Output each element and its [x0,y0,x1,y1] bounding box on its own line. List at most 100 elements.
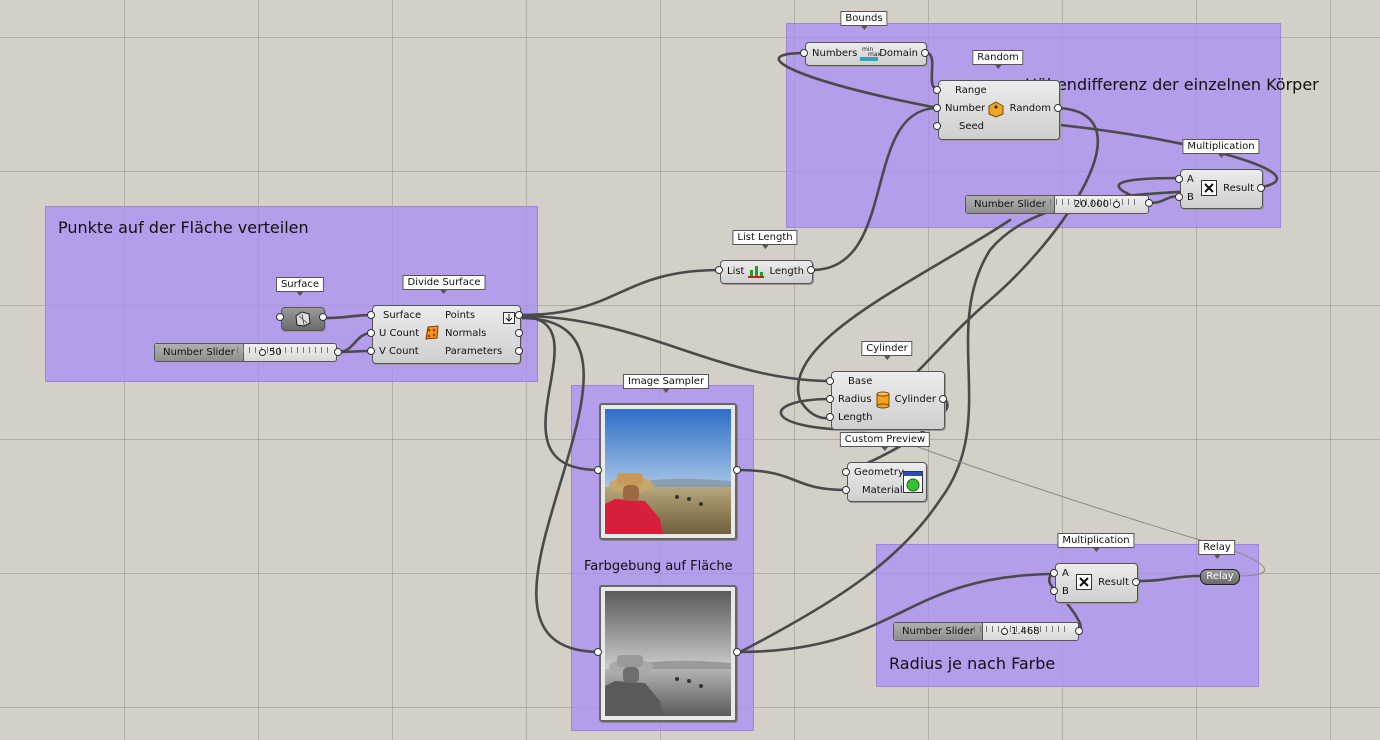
cylinder-port-length[interactable] [826,413,834,421]
radius-slider-knob[interactable] [1001,628,1008,635]
height-slider-port[interactable] [1145,199,1153,207]
height-slider-name: Number Slider [966,196,1055,213]
mult2-port-out[interactable] [1132,578,1140,586]
divide-surface-icon [423,324,441,346]
preview-icon [903,471,923,497]
preview-port-geometry[interactable] [842,468,850,476]
graft-icon[interactable] [503,309,515,328]
mult1-output-result: Result [1223,183,1254,194]
cylinder-input-length: Length [838,412,873,423]
list-length-port-out[interactable] [807,266,815,274]
divide-input-ucount: U Count [379,328,420,339]
divide-port-ucount[interactable] [367,329,375,337]
cylinder-port-base[interactable] [826,377,834,385]
cylinder-input-base: Base [848,376,873,387]
random-component[interactable]: Range Number Seed Random [938,80,1060,140]
count-slider-value: 50 [269,347,282,358]
mult1-port-b[interactable] [1175,193,1183,201]
relay-node[interactable]: Relay [1200,569,1240,585]
surface-port-in[interactable] [276,313,284,321]
image-sampler-color-port-out[interactable] [733,466,741,474]
random-input-number: Number [945,103,986,114]
surface-tag: Surface [275,277,325,296]
group-title-color: Farbgebung auf Fläche [584,559,733,574]
mult1-port-a[interactable] [1175,175,1183,183]
radius-slider-value: 1.468 [1011,626,1040,637]
image-sampler-tag: Image Sampler [622,374,710,393]
mult1-input-b: B [1187,192,1194,203]
group-title-radius: Radius je nach Farbe [889,654,1056,673]
height-slider-value: 20.000 [1074,199,1109,210]
preview-input-geometry: Geometry [854,467,904,478]
divide-input-vcount: V Count [379,346,419,357]
count-slider-knob[interactable] [259,349,266,356]
bounds-port-out[interactable] [921,49,929,57]
mult1-component[interactable]: A B Result [1180,169,1263,209]
mult2-port-b[interactable] [1050,587,1058,595]
image-sampler-bw[interactable] [599,585,737,722]
count-slider-name: Number Slider [155,344,244,361]
custom-preview-component[interactable]: Geometry Material [847,462,927,502]
random-port-seed[interactable] [933,122,941,130]
list-length-output: Length [769,266,805,277]
dice-icon [987,100,1005,122]
mult1-port-out[interactable] [1257,184,1265,192]
list-length-component[interactable]: List Length [720,260,813,284]
list-length-port-in[interactable] [715,266,723,274]
surface-param[interactable] [281,307,325,331]
divide-port-points[interactable] [515,311,523,319]
image-sampler-bw-port-out[interactable] [733,648,741,656]
count-slider-port[interactable] [334,348,342,356]
mult1-tag: Multiplication [1182,139,1260,158]
relay-tag: Relay [1198,540,1236,559]
random-port-out[interactable] [1054,104,1062,112]
bounds-output-domain: Domain [879,48,918,59]
height-number-slider[interactable]: Number Slider 20.000 [965,195,1149,214]
list-length-tag: List Length [732,230,798,249]
image-sampler-color-port-in[interactable] [594,466,602,474]
random-port-number[interactable] [933,104,941,112]
random-input-range: Range [955,85,987,96]
image-sampler-color[interactable] [599,403,737,540]
divide-input-surface: Surface [383,310,422,321]
radius-slider-port[interactable] [1075,627,1083,635]
random-tag: Random [972,50,1024,69]
mult2-output-result: Result [1098,577,1129,588]
cylinder-port-radius[interactable] [826,395,834,403]
cylinder-output: Cylinder [894,394,936,405]
surface-port-out[interactable] [319,313,327,321]
multiply-icon [1076,574,1092,594]
preview-input-material: Material [862,485,903,496]
bounds-port-in[interactable] [800,49,808,57]
divide-surface-component[interactable]: Surface U Count V Count Points Normals P… [372,305,521,364]
surface-icon [294,311,312,331]
divide-output-normals: Normals [445,328,487,339]
divide-port-parameters[interactable] [515,347,523,355]
radius-number-slider[interactable]: Number Slider 1.468 [893,622,1079,641]
count-number-slider[interactable]: Number Slider 50 [154,343,337,362]
divide-port-normals[interactable] [515,329,523,337]
photo-color [605,409,731,534]
cylinder-tag: Cylinder [861,341,913,360]
cylinder-component[interactable]: Base Radius Length Cylinder [831,371,945,430]
custom-preview-tag: Custom Preview [839,432,931,451]
preview-port-material[interactable] [842,486,850,494]
divide-output-parameters: Parameters [445,346,503,357]
divide-port-vcount[interactable] [367,347,375,355]
group-title-height: Höhendifferenz der einzelnen Körper [1025,75,1319,94]
cylinder-port-out[interactable] [939,395,947,403]
image-sampler-bw-port-in[interactable] [594,648,602,656]
bounds-tag: Bounds [840,11,888,30]
group-title-points: Punkte auf der Fläche verteilen [58,218,309,237]
radius-slider-name: Number Slider [894,623,983,640]
height-slider-knob[interactable] [1113,201,1120,208]
mult2-port-a[interactable] [1050,569,1058,577]
bounds-input-numbers: Numbers [812,48,858,59]
mult2-component[interactable]: A B Result [1055,563,1138,603]
random-input-seed: Seed [959,121,984,132]
random-port-range[interactable] [933,86,941,94]
divide-port-surface[interactable] [367,311,375,319]
